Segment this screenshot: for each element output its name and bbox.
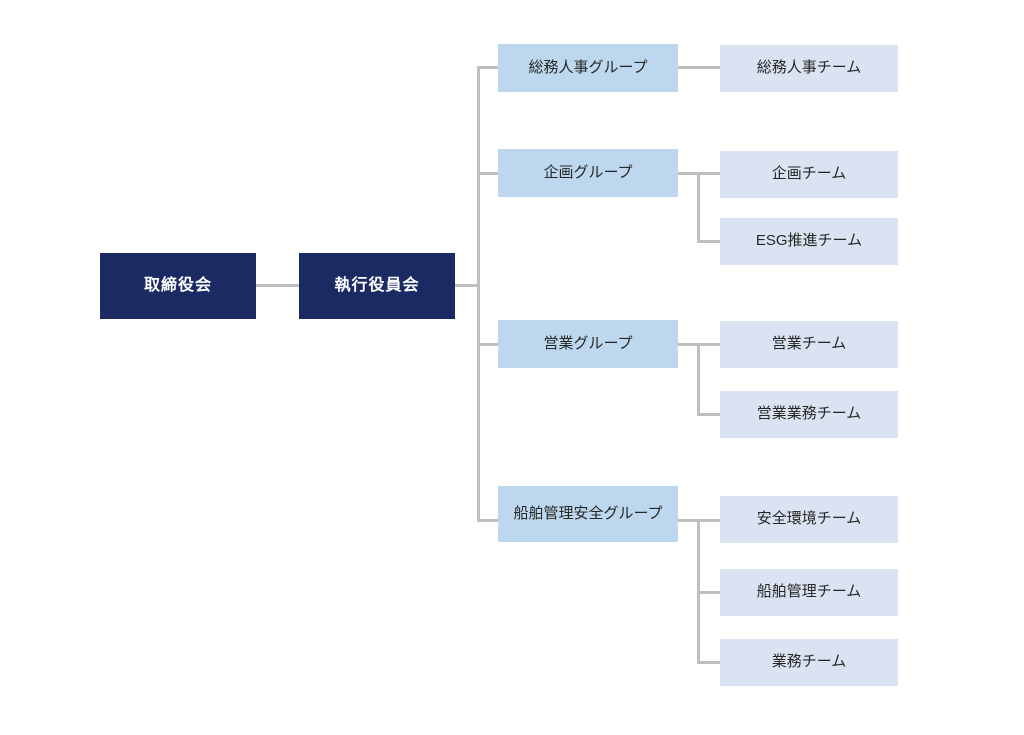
connector-line [697,240,720,243]
node-group-planning: 企画グループ [498,149,678,197]
node-team-sales: 営業チーム [720,321,898,368]
connector-line [256,284,299,287]
node-team-general-affairs-hr: 総務人事チーム [720,45,898,92]
node-executive-officers-committee: 執行役員会 [299,253,455,319]
connector-line [678,66,720,69]
node-team-ship-management: 船舶管理チーム [720,569,898,616]
connector-line [455,284,480,287]
node-team-planning: 企画チーム [720,151,898,198]
connector-line [697,413,720,416]
connector-line [477,343,498,346]
connector-line [477,519,498,522]
connector-line [477,66,498,69]
node-group-general-affairs-hr: 総務人事グループ [498,44,678,92]
node-group-ship-management-safety: 船舶管理安全グループ [498,486,678,542]
node-team-safety-environment: 安全環境チーム [720,496,898,543]
connector-line [697,591,720,594]
node-team-operations: 業務チーム [720,639,898,686]
connector-line [697,661,720,664]
node-team-sales-operations: 営業業務チーム [720,391,898,438]
node-group-sales: 営業グループ [498,320,678,368]
connector-trunk-line [477,66,480,522]
connector-line [477,172,498,175]
node-board-of-directors: 取締役会 [100,253,256,319]
connector-branch-line [697,343,700,416]
connector-branch-line [697,172,700,243]
node-team-esg-promotion: ESG推進チーム [720,218,898,265]
